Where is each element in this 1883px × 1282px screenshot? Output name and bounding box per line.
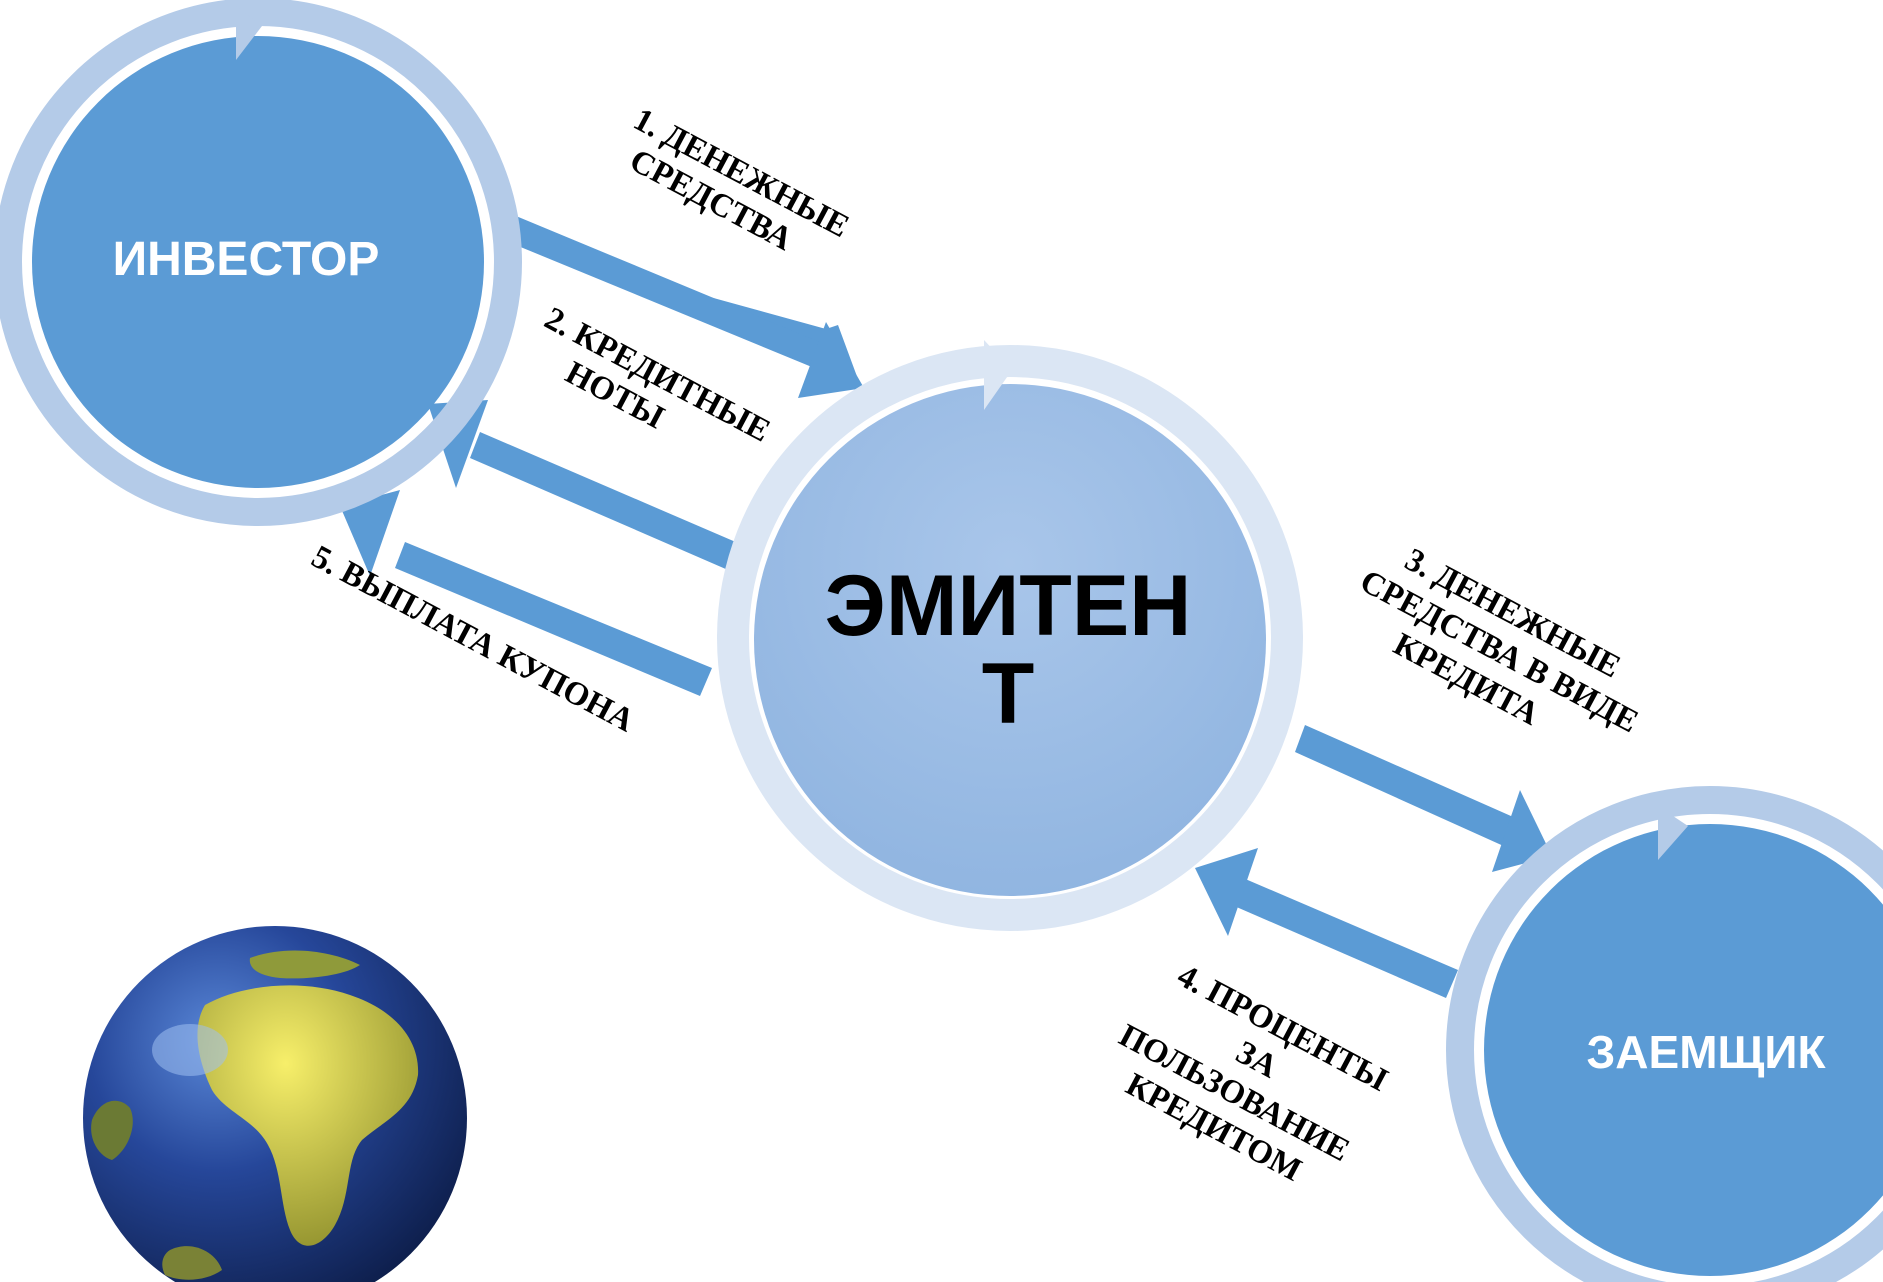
arrow-step5-head [340,490,400,576]
investor-ring-arrow-icon [236,6,262,60]
emitent-label-line2: Т [982,646,1035,742]
globe-land-americas [91,1100,133,1160]
emitent-circle [754,384,1266,896]
arrow-step5-shaft [395,542,712,696]
borrower-label: ЗАЕМЩИК [1586,1026,1826,1078]
node-borrower: ЗАЕМЩИК [1446,786,1883,1282]
edge-label-step1: 1. ДЕНЕЖНЫЕ СРЕДСТВА [624,101,855,258]
globe-highlight [152,1024,228,1076]
node-investor: ИНВЕСТОР [0,0,522,526]
arrow-step2-shaft [470,432,738,570]
investor-circle [32,36,484,488]
arrow-step1-shaft [506,216,834,372]
borrower-ring-arrow-icon [1658,806,1688,860]
borrower-ring [1446,786,1883,1282]
globe-land-africa [197,985,419,1246]
node-emitent: ЭМИТЕН Т [717,340,1303,931]
edge-label-step4: 4. ПРОЦЕНТЫ ЗА ПОЛЬЗОВАНИЕ КРЕДИТОМ [1113,958,1393,1189]
globe-icon [83,926,467,1282]
borrower-circle [1484,824,1883,1276]
emitent-ring-arrow-icon [984,340,1012,410]
investor-label: ИНВЕСТОР [113,233,380,286]
arrow-step4-shaft [1225,875,1458,998]
emitent-ring [717,345,1303,931]
arrow-step3-shaft [1295,725,1520,848]
edge-label-step3: 3. ДЕНЕЖНЫЕ СРЕДСТВА В ВИДЕ КРЕДИТА [1354,542,1644,740]
investor-ring [0,0,522,526]
arrow-step4-head [1195,848,1258,936]
emitent-label-line1: ЭМИТЕН [825,558,1192,654]
globe-land-europe [249,950,360,979]
globe-land-south [162,1246,222,1280]
arrow-step1-head [798,322,864,398]
